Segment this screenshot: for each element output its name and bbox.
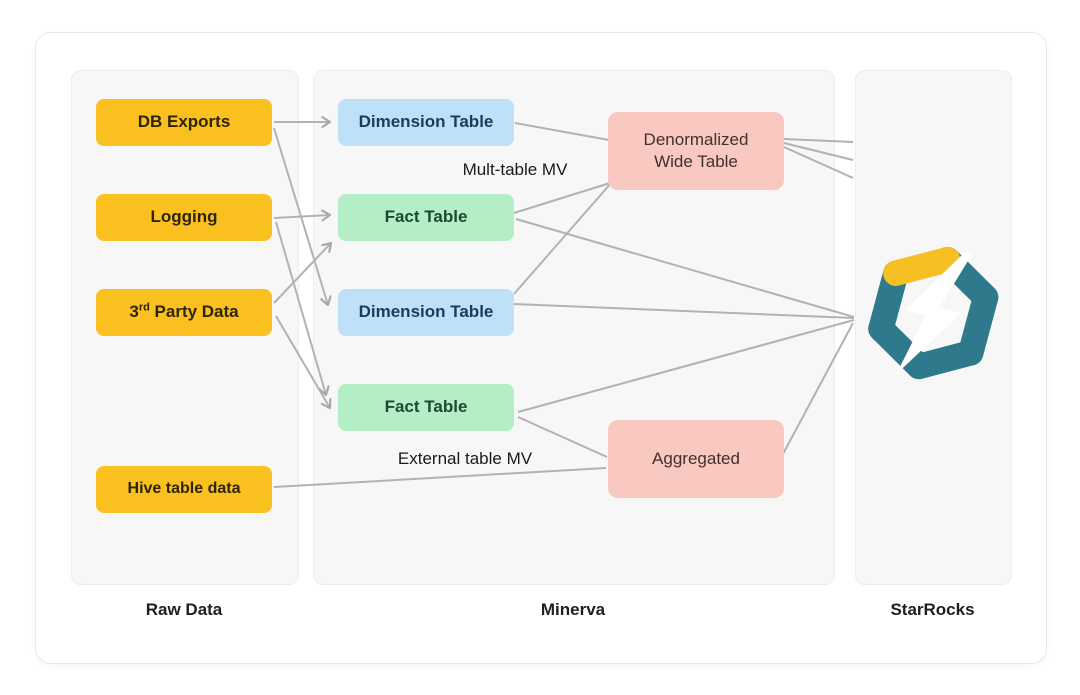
group-label-raw-data: Raw Data: [145, 600, 223, 619]
node-fact-table-2: Fact Table: [338, 384, 514, 431]
starrocks-logo-icon: [866, 240, 1000, 386]
node-label: Fact Table: [384, 207, 468, 227]
group-label-minerva: Minerva: [540, 600, 606, 619]
node-label: 3rd Party Data: [129, 301, 239, 322]
node-label: Logging: [150, 207, 218, 227]
node-fact-table-1: Fact Table: [338, 194, 514, 241]
node-label-line2: Wide Table: [654, 152, 738, 171]
node-dimension-table-2: Dimension Table: [338, 289, 514, 336]
node-db-exports: DB Exports: [96, 99, 272, 146]
node-aggregated: Aggregated: [608, 420, 784, 498]
node-label: Dimension Table: [358, 302, 494, 322]
annotation-mult-table-mv: Mult-table MV: [462, 160, 568, 179]
annotation-external-table-mv: External table MV: [397, 449, 533, 468]
node-label: Aggregated: [652, 448, 740, 468]
node-logging: Logging: [96, 194, 272, 241]
node-label: Dimension Table: [358, 112, 494, 132]
node-label: DB Exports: [137, 112, 231, 132]
node-hive-table-data: Hive table data: [96, 466, 272, 513]
node-denormalized-wide-table: Denormalized Wide Table: [608, 112, 784, 190]
group-label-starrocks: StarRocks: [890, 600, 975, 619]
node-label-line1: Denormalized: [643, 129, 749, 149]
node-label: Hive table data: [127, 480, 241, 498]
node-third-party-data: 3rd Party Data: [96, 289, 272, 336]
node-label: Fact Table: [384, 397, 468, 417]
node-dimension-table-1: Dimension Table: [338, 99, 514, 146]
